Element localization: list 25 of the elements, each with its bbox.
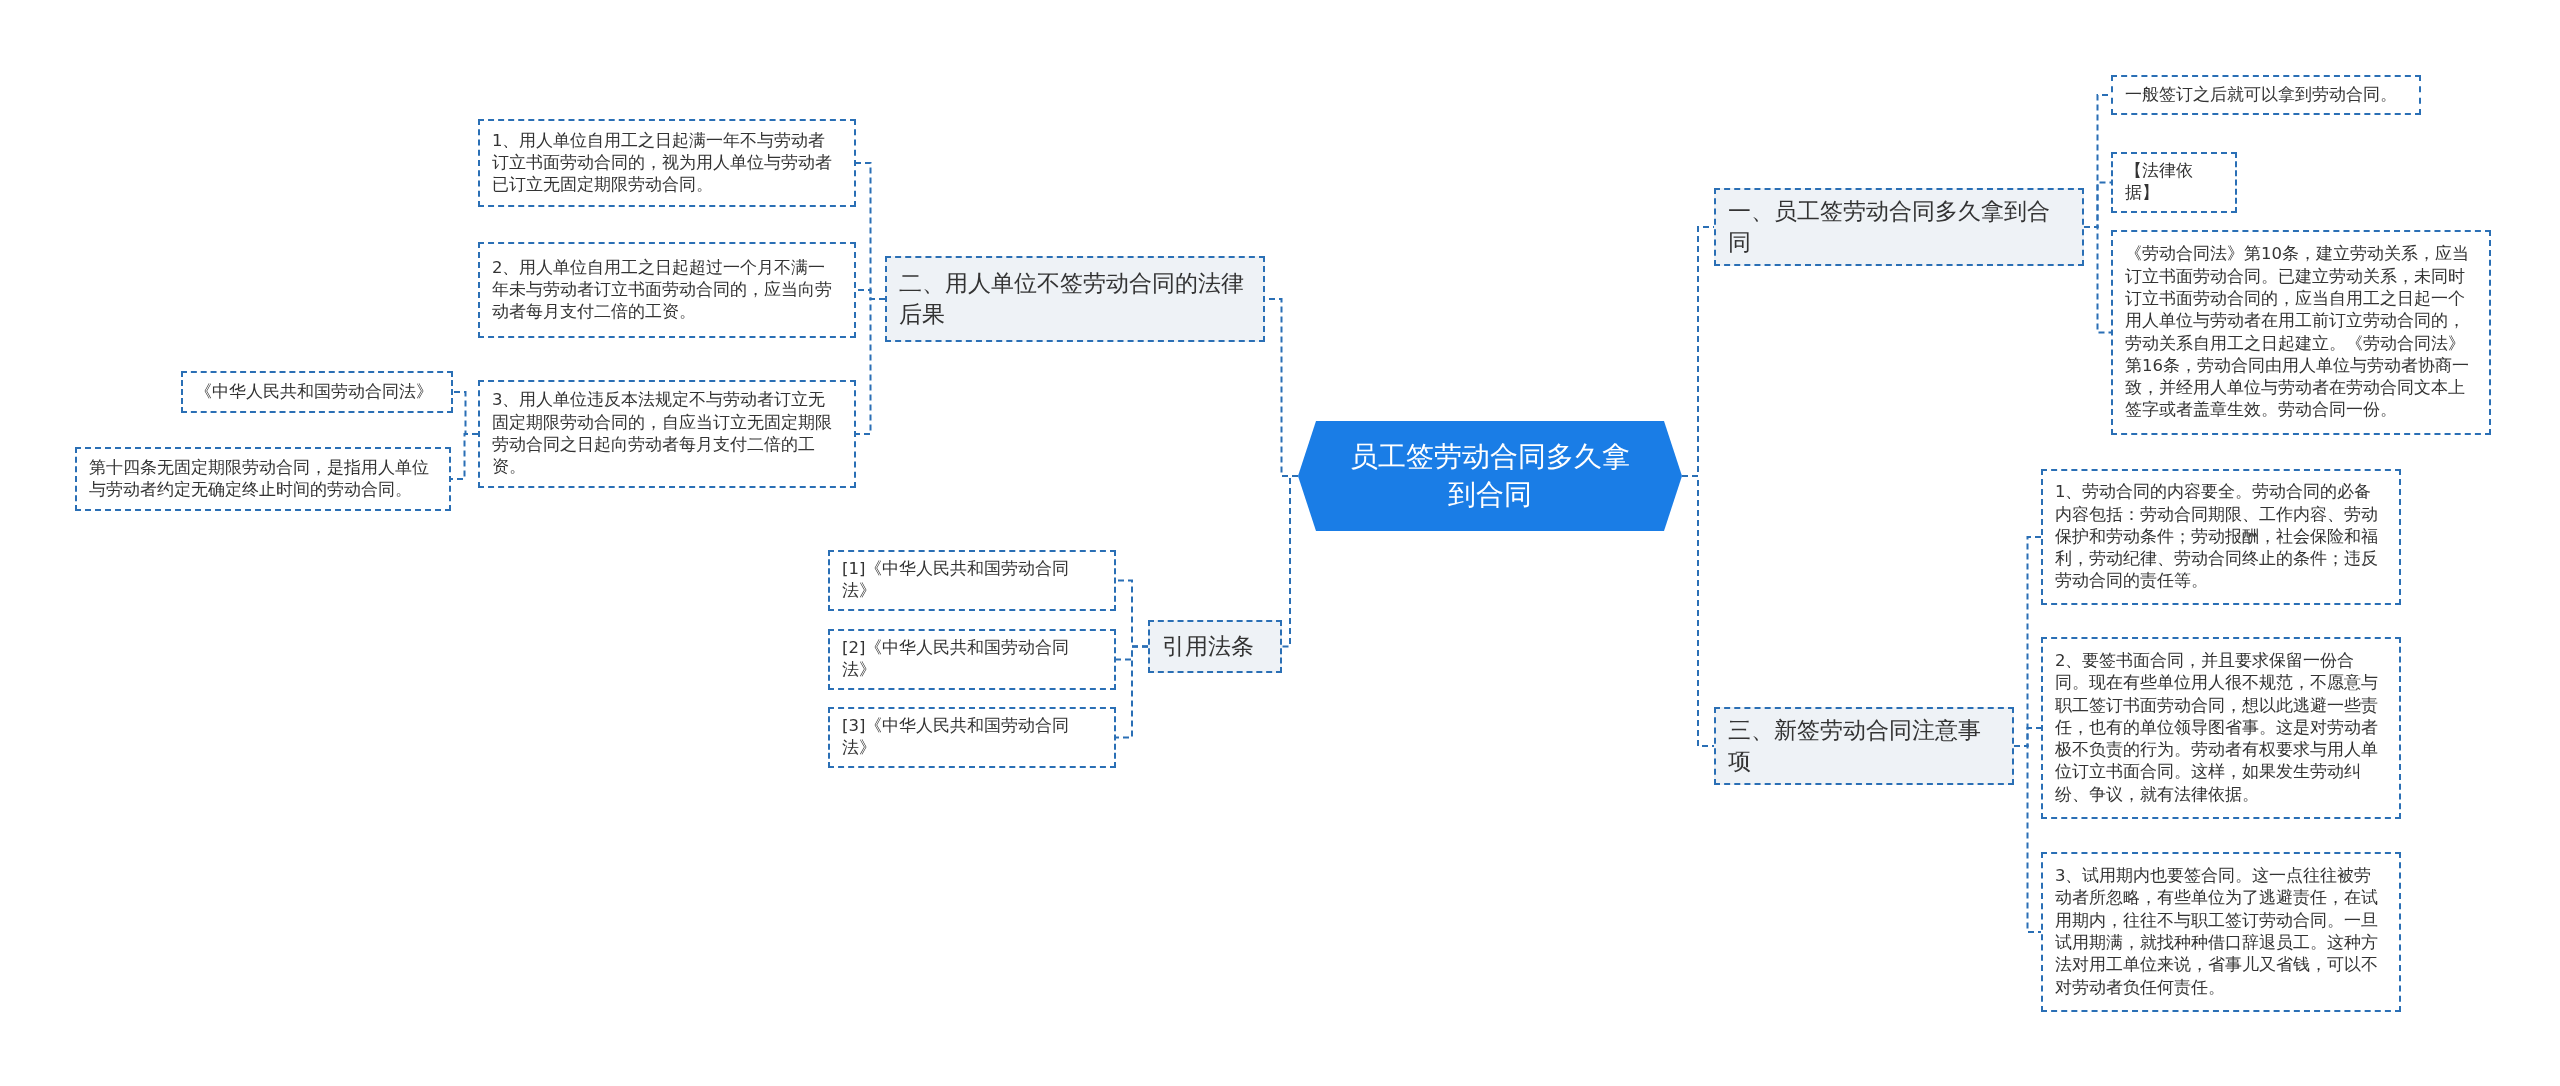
central-topic: 员工签劳动合同多久拿到合同: [1298, 421, 1682, 531]
note-box: [1]《中华人民共和国劳动合同法》: [828, 550, 1116, 611]
connector-line: [2083, 226, 2112, 334]
topic-box: 二、用人单位不签劳动合同的法律后果: [885, 256, 1265, 342]
connector-line: [855, 298, 886, 435]
note-box: 第十四条无固定期限劳动合同，是指用人单位与劳动者约定无确定终止时间的劳动合同。: [75, 447, 451, 511]
connector-line: [2013, 745, 2042, 933]
note-box: 《中华人民共和国劳动合同法》: [181, 371, 453, 413]
connector-line: [1115, 645, 1149, 739]
connector-line: [1281, 475, 1299, 648]
note-box: 3、试用期内也要签合同。这一点往往被劳动者所忽略，有些单位为了逃避责任，在试用期内，往往不与职工签订劳动合同。一旦试用期满，就找种种借口辞退员工。这种方法对用工单位来说，省事儿又省钱，可以不对劳动者负任何责任。: [2041, 852, 2401, 1012]
note-box: 《劳动合同法》第10条，建立劳动关系，应当订立书面劳动合同。已建立劳动关系，未同时订立书面劳动合同的，应当自用工之日起一个用人单位与劳动者在用工前订立劳动合同的，劳动关系自用工之日起建立。《劳动合同法》第16条，劳动合同由用人单位与劳动者协商一致，并经用人单位与劳动者在劳动合同文本上签字或者盖章生效。劳动合同一份。: [2111, 230, 2491, 435]
note-box: 1、用人单位自用工之日起满一年不与劳动者订立书面劳动合同的，视为用人单位与劳动者已订立无固定期限劳动合同。: [478, 119, 856, 207]
note-box: 2、用人单位自用工之日起超过一个月不满一年未与劳动者订立书面劳动合同的，应当向劳动者每月支付二倍的工资。: [478, 242, 856, 338]
note-box: [2]《中华人民共和国劳动合同法》: [828, 629, 1116, 690]
note-box: 一般签订之后就可以拿到劳动合同。: [2111, 75, 2421, 115]
connector-line: [1681, 475, 1715, 747]
note-box: [3]《中华人民共和国劳动合同法》: [828, 707, 1116, 768]
topic-box: 一、员工签劳动合同多久拿到合同: [1714, 188, 2084, 267]
topic-box: 引用法条: [1148, 620, 1282, 673]
note-box: 3、用人单位违反本法规定不与劳动者订立无固定期限劳动合同的，自应当订立无固定期限劳动合同之日起向劳动者每月支付二倍的工资。: [478, 380, 856, 488]
note-box: 【法律依据】: [2111, 152, 2237, 213]
topic-box: 三、新签劳动合同注意事项: [1714, 707, 2014, 786]
note-box: 1、劳动合同的内容要全。劳动合同的必备内容包括：劳动合同期限、工作内容、劳动保护和劳动条件；劳动报酬，社会保险和福利，劳动纪律、劳动合同终止的条件；违反劳动合同的责任等。: [2041, 469, 2401, 605]
note-box: 2、要签书面合同，并且要求保留一份合同。现在有些单位用人很不规范，不愿意与职工签订书面劳动合同，想以此逃避一些责任，也有的单位领导图省事。这是对劳动者极不负责的行为。劳动者有权要求与用人单位订立书面合同。这样，如果发生劳动纠纷、争议，就有法律依据。: [2041, 637, 2401, 819]
